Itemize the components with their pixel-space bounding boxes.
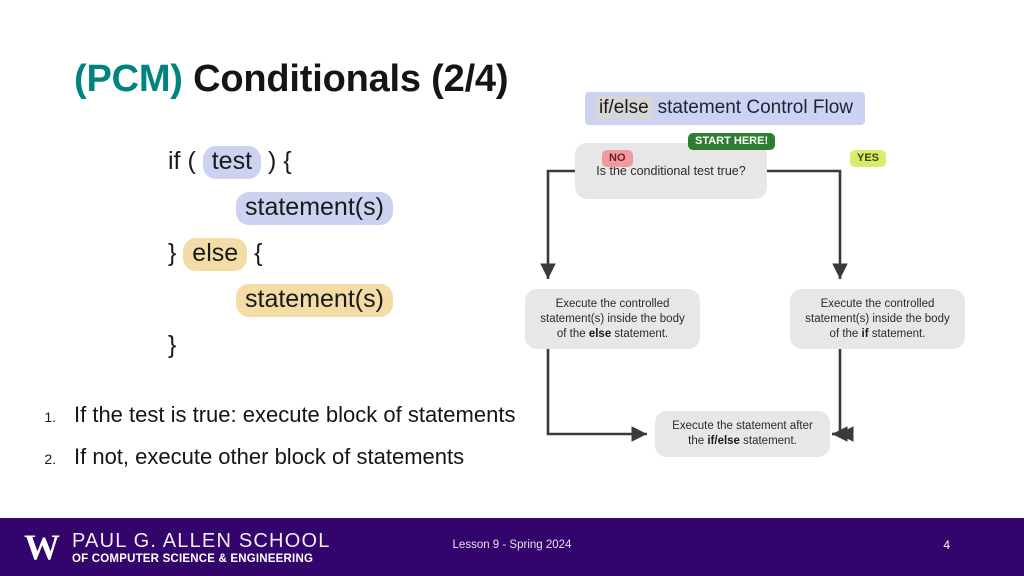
flow-node-else-text: Execute the controlled statement(s) insi… (534, 297, 691, 342)
flow-node-question-label: Is the conditional test true? (596, 163, 746, 178)
after-text-post: statement. (739, 435, 797, 447)
bullet-list: 1. If the test is true: execute block of… (28, 402, 628, 486)
else-text-post: statement. (611, 327, 669, 340)
flow-node-after-text: Execute the statement after the if/else … (664, 419, 821, 449)
school-branding: PAUL G. ALLEN SCHOOL OF COMPUTER SCIENCE… (72, 530, 331, 566)
flowchart-connectors (540, 169, 854, 442)
code-test-pill: test (202, 146, 262, 179)
code-else-statements-pill: statement(s) (236, 284, 393, 317)
after-text-pre: Execute the statement after the (672, 420, 813, 447)
list-item: 2. If not, execute other block of statem… (28, 444, 628, 486)
flow-node-if-branch: Execute the controlled statement(s) insi… (790, 289, 965, 349)
code-line-end: } (168, 331, 177, 359)
if-text-pre: Execute the controlled statement(s) insi… (805, 297, 950, 340)
flow-node-if-text: Execute the controlled statement(s) insi… (799, 297, 956, 342)
banner-text: statement Control Flow (657, 97, 853, 118)
list-item-label: If the test is true: execute block of st… (74, 402, 516, 427)
code-if-close: ) { (261, 147, 292, 175)
if-text-post: statement. (868, 327, 926, 340)
list-item-number: 1. (44, 409, 56, 425)
lesson-label: Lesson 9 - Spring 2024 (452, 539, 572, 551)
footer-bar: W PAUL G. ALLEN SCHOOL OF COMPUTER SCIEN… (0, 518, 1024, 576)
code-line-else: } else { (168, 230, 393, 276)
title-main: Conditionals (2/4) (182, 58, 509, 100)
code-else-pill: else (183, 238, 248, 271)
else-keyword: else (588, 327, 612, 340)
else-text-pre: Execute the controlled statement(s) insi… (540, 297, 685, 340)
flow-node-after: Execute the statement after the if/else … (655, 411, 830, 457)
uw-w-logo-icon: W (24, 527, 60, 567)
code-line-else-body: statement(s) (168, 276, 393, 322)
school-name-line1: PAUL G. ALLEN SCHOOL (72, 530, 331, 552)
code-block: if ( test ) { statement(s) } else { stat… (168, 138, 393, 368)
after-keyword: if/else (707, 435, 740, 447)
yes-branch-badge: YES (850, 150, 887, 167)
code-if-keyword: if ( (168, 147, 203, 175)
page-title: (PCM) Conditionals (2/4) (74, 58, 509, 101)
no-branch-badge: NO (602, 150, 633, 167)
list-item: 1. If the test is true: execute block of… (28, 402, 628, 444)
start-here-badge: START HERE! (688, 133, 776, 150)
code-if-statements-pill: statement(s) (236, 192, 393, 225)
if-keyword: if (861, 327, 869, 340)
code-line-if: if ( test ) { (168, 138, 393, 184)
title-pcm-prefix: (PCM) (74, 58, 183, 100)
school-name-line2: OF COMPUTER SCIENCE & ENGINEERING (72, 553, 314, 565)
list-item-label: If not, execute other block of statement… (74, 444, 465, 469)
banner-keyword: if/else (595, 96, 653, 119)
code-else-open: { (247, 239, 263, 267)
code-line-if-body: statement(s) (168, 184, 393, 230)
page-number: 4 (943, 538, 950, 552)
code-brace-close: } (168, 239, 184, 267)
list-item-number: 2. (44, 451, 56, 467)
flow-node-else-branch: Execute the controlled statement(s) insi… (525, 289, 700, 349)
